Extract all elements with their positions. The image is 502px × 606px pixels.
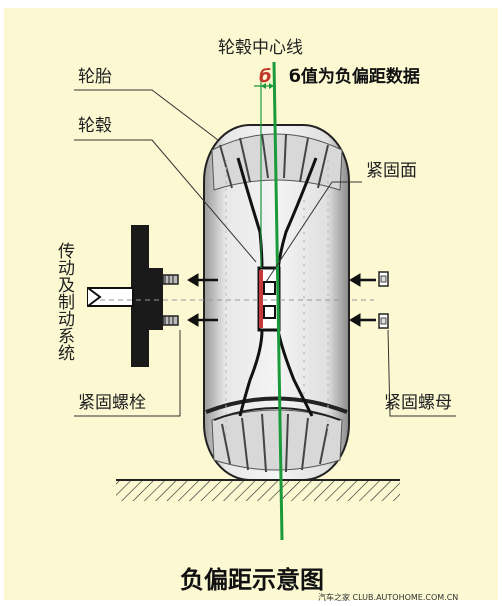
hub-centerline [272, 61, 284, 541]
fastening-bolts [162, 274, 179, 326]
leader-lines [74, 89, 456, 417]
assembly-arrows [187, 273, 376, 327]
fastening-nuts [378, 271, 389, 329]
diagram-title: 负偏距示意图 [180, 566, 324, 594]
ground [116, 479, 400, 501]
hub-label: 轮毂 [78, 116, 112, 136]
drive-brake-system-label: 传动及制动系统 [54, 242, 75, 361]
mounting-face-label: 紧固面 [366, 161, 417, 181]
offset-symbol: б [259, 66, 272, 87]
fastening-bolt-label: 紧固螺栓 [78, 393, 146, 413]
offset-note: б值为负偏距数据 [289, 66, 420, 87]
hub-centerline-label: 轮毂中心线 [218, 38, 303, 58]
tire-label: 轮胎 [78, 67, 112, 87]
drive-brake-assembly [87, 225, 179, 367]
offset-dimension [254, 78, 274, 268]
fastening-nut-label: 紧固螺母 [384, 393, 452, 413]
watermark: 汽车之家 CLUB.AUTOHOME.COM.CN [318, 592, 458, 602]
